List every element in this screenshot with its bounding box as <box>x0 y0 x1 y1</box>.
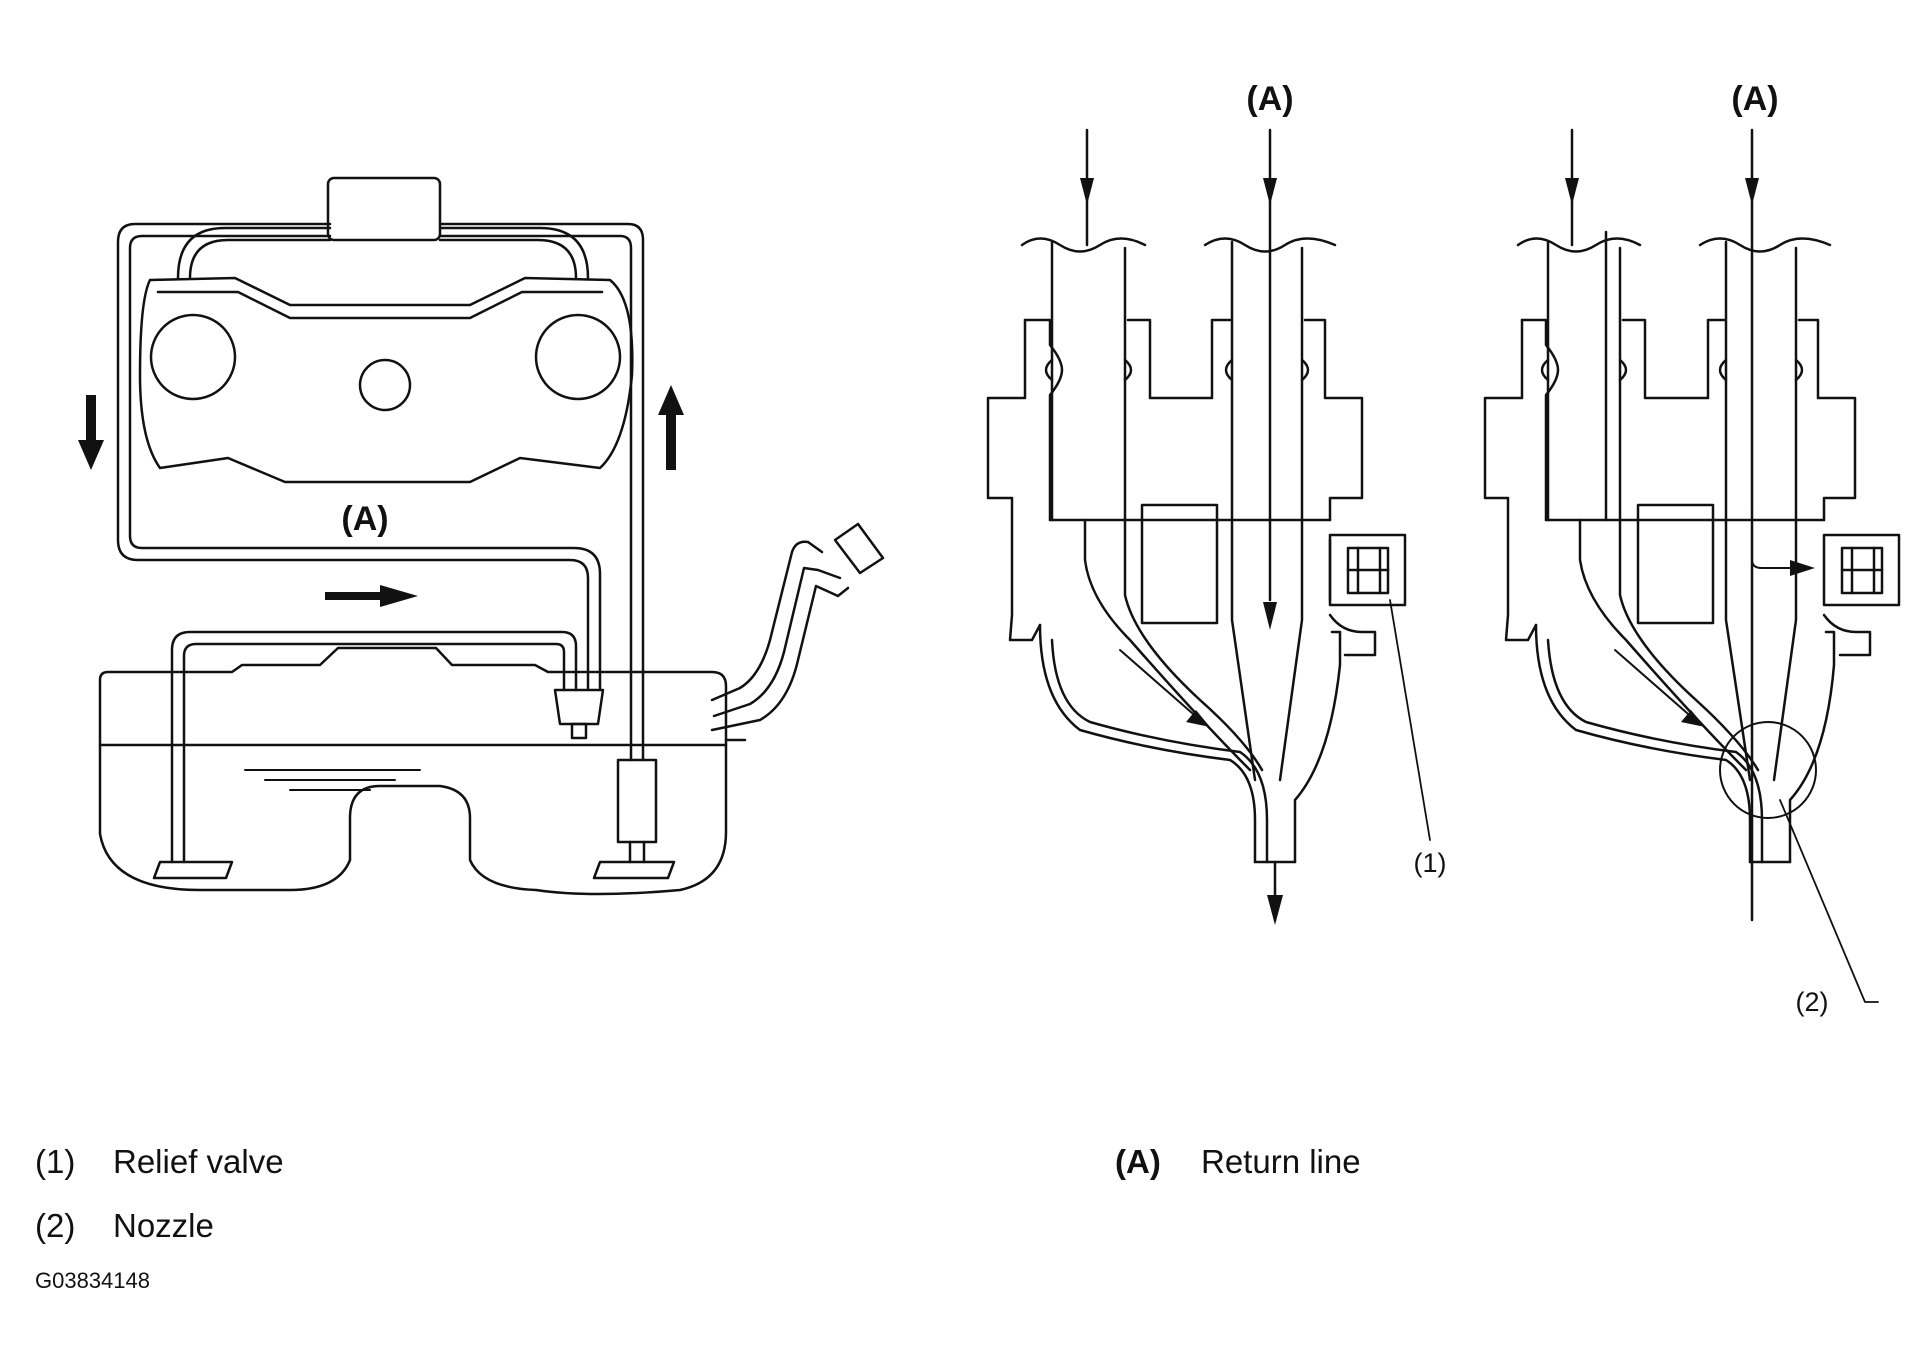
engine-and-tank-view: (A) <box>78 176 885 896</box>
legend-item-relief-valve: (1) Relief valve <box>35 1143 284 1181</box>
figure-code: G03834148 <box>35 1268 150 1293</box>
return-line-callout-left: (A) <box>341 500 388 538</box>
legend-key: (2) <box>35 1207 76 1244</box>
return-line-pipe <box>116 222 645 762</box>
relief-valve <box>1328 533 1407 607</box>
legend-item-nozzle: (2) Nozzle <box>35 1207 214 1245</box>
filler-neck <box>710 522 885 742</box>
jet-pump-relief-valve-view: (A) (1) <box>986 80 1447 925</box>
fuel-tank <box>98 646 728 896</box>
supply-line-pipe <box>170 630 578 864</box>
legend-key: (1) <box>35 1143 76 1180</box>
flow-arrows <box>78 385 684 607</box>
up-flow-arrow <box>658 385 684 470</box>
legend-label: Nozzle <box>113 1207 214 1244</box>
relief-valve-callout: (1) <box>1414 848 1447 878</box>
relief-valve-right <box>1822 533 1901 607</box>
return-line-callout-right: (A) <box>1731 80 1778 118</box>
nozzle-circle <box>1719 721 1817 819</box>
legend-item-return-line: (A) Return line <box>1115 1143 1361 1181</box>
return-line-callout-mid: (A) <box>1246 80 1293 118</box>
right-flow-arrow <box>325 585 418 607</box>
legend-label: Return line <box>1201 1143 1361 1180</box>
engine-block <box>138 176 634 484</box>
relief-valve-leader <box>1389 599 1431 841</box>
legend-key: (A) <box>1115 1143 1161 1180</box>
down-flow-arrow <box>78 395 104 470</box>
nozzle-leader <box>1779 799 1879 1003</box>
jet-pump-nozzle-view: (A) (2) <box>1483 80 1901 1017</box>
nozzle-callout: (2) <box>1796 987 1829 1017</box>
legend-label: Relief valve <box>113 1143 284 1180</box>
